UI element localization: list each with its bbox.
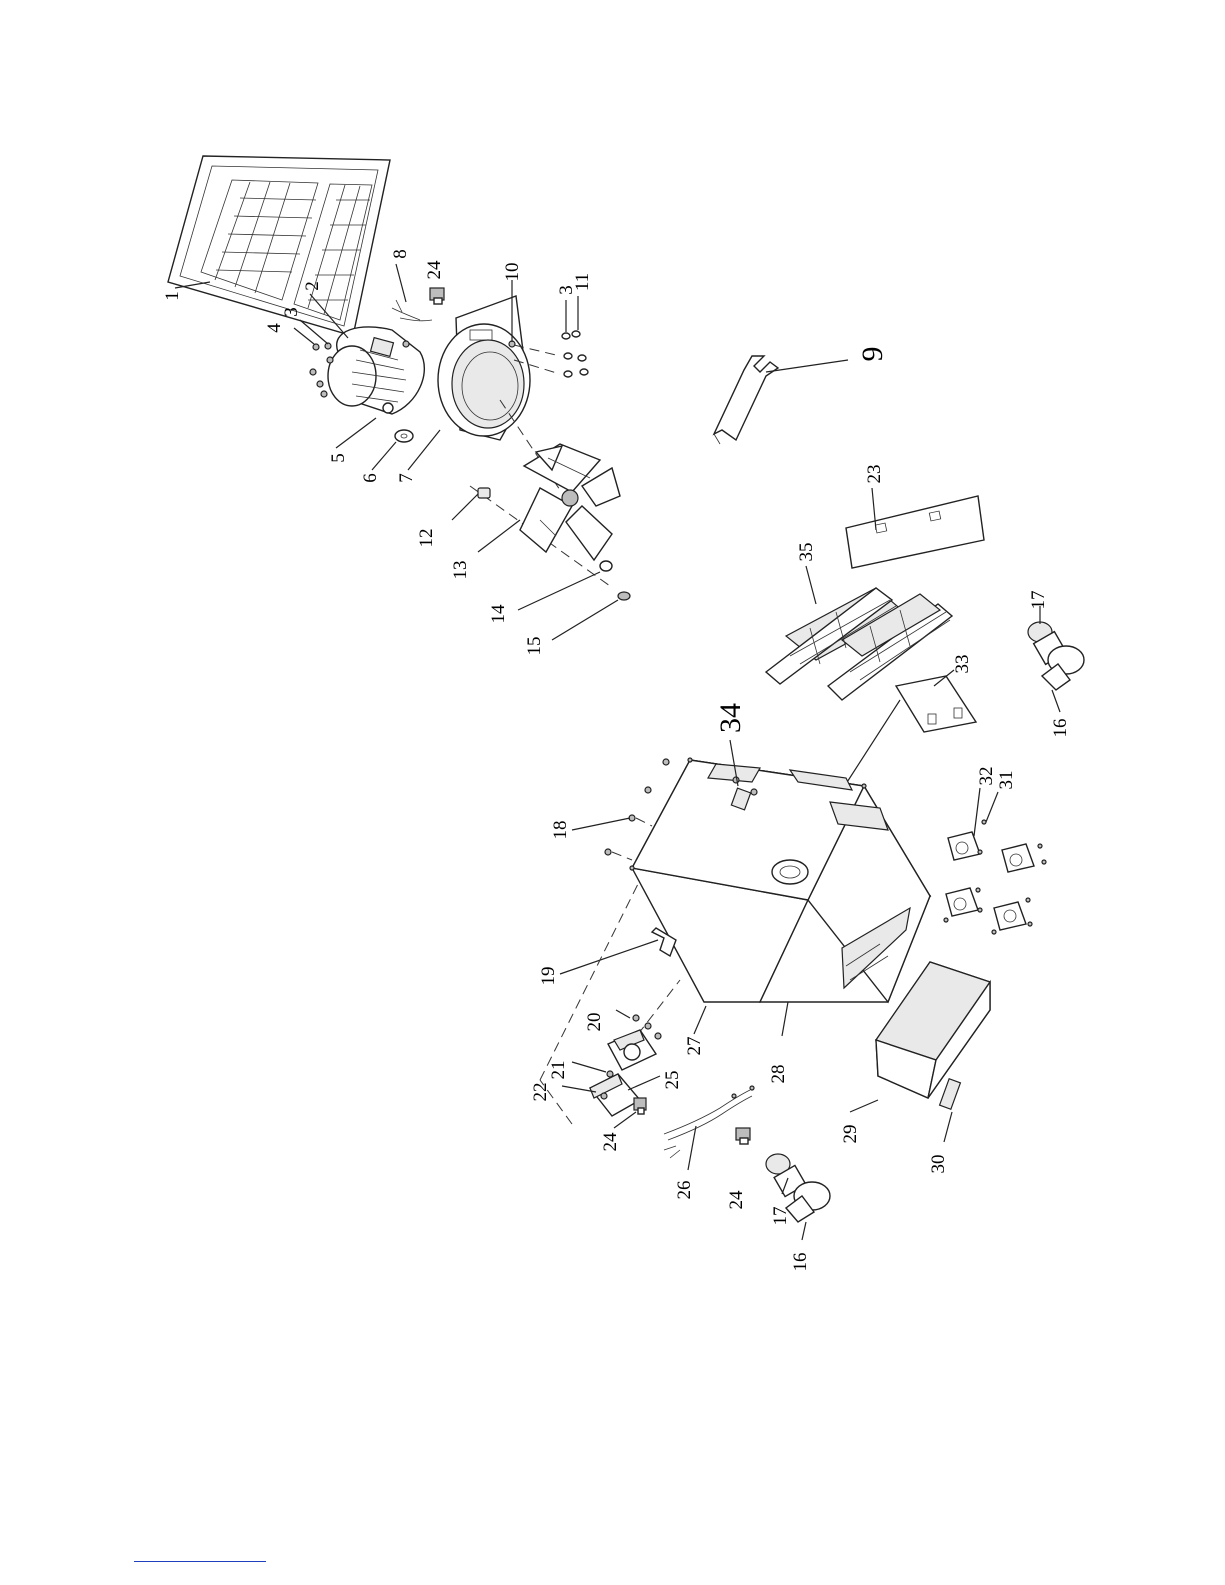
label-6: 6: [360, 473, 381, 483]
caster-right: [1028, 622, 1084, 690]
cable-gland-top: [430, 288, 444, 304]
label-1: 1: [162, 291, 183, 301]
label-35: 35: [796, 543, 817, 562]
label-17-right: 17: [1028, 591, 1049, 610]
label-14: 14: [488, 604, 509, 624]
label-21: 21: [548, 1061, 569, 1080]
part-labels: 1 2 3 4 5 6 7 8 24 10 3 11 9 12 13 14 15…: [162, 249, 1071, 1271]
label-15: 15: [524, 637, 545, 656]
label-22: 22: [530, 1083, 551, 1102]
label-26: 26: [674, 1181, 695, 1200]
cabinet: [630, 758, 930, 1002]
label-24-top: 24: [424, 260, 445, 280]
label-8: 8: [390, 249, 411, 259]
label-2: 2: [302, 281, 323, 291]
caster-brackets: [944, 820, 1046, 934]
fan-housing: [438, 296, 530, 440]
label-28: 28: [768, 1065, 789, 1084]
label-13: 13: [450, 561, 471, 580]
label-33: 33: [952, 655, 973, 674]
wire: [392, 300, 432, 321]
grille-panel: [168, 156, 390, 336]
label-10: 10: [502, 263, 523, 282]
wrench: [714, 356, 778, 444]
label-29: 29: [840, 1125, 861, 1144]
cable-gland-mid: [634, 1098, 646, 1114]
label-19: 19: [538, 967, 559, 986]
label-3: 3: [281, 307, 302, 317]
label-31: 31: [996, 771, 1017, 790]
label-25: 25: [662, 1071, 683, 1090]
shaft-nut: [618, 592, 630, 600]
label-11: 11: [572, 273, 593, 291]
cable-gland-low: [736, 1128, 750, 1144]
label-34: 34: [714, 703, 747, 733]
label-24-low: 24: [726, 1190, 747, 1210]
label-12: 12: [416, 529, 437, 548]
shaft-washer: [600, 561, 612, 571]
label-32: 32: [976, 767, 997, 786]
capacitor-box: [590, 1074, 640, 1116]
label-16-lower: 16: [790, 1253, 811, 1272]
label-4: 4: [264, 323, 285, 333]
label-23: 23: [864, 465, 885, 484]
label-5: 5: [328, 453, 349, 463]
label-24-mid: 24: [600, 1132, 621, 1152]
footer-link-underline[interactable]: [134, 1561, 266, 1562]
plate-23: [846, 496, 984, 568]
label-18: 18: [550, 821, 571, 840]
label-20: 20: [584, 1013, 605, 1032]
label-7: 7: [396, 473, 417, 483]
label-17-lower: 17: [770, 1207, 791, 1226]
label-27: 27: [684, 1037, 705, 1056]
label-9: 9: [856, 347, 889, 362]
power-cord: [664, 1086, 754, 1158]
washer: [395, 430, 413, 442]
label-30: 30: [928, 1155, 949, 1174]
motor: [328, 327, 424, 414]
switch-box: [607, 1015, 661, 1077]
label-16-right: 16: [1050, 719, 1071, 738]
